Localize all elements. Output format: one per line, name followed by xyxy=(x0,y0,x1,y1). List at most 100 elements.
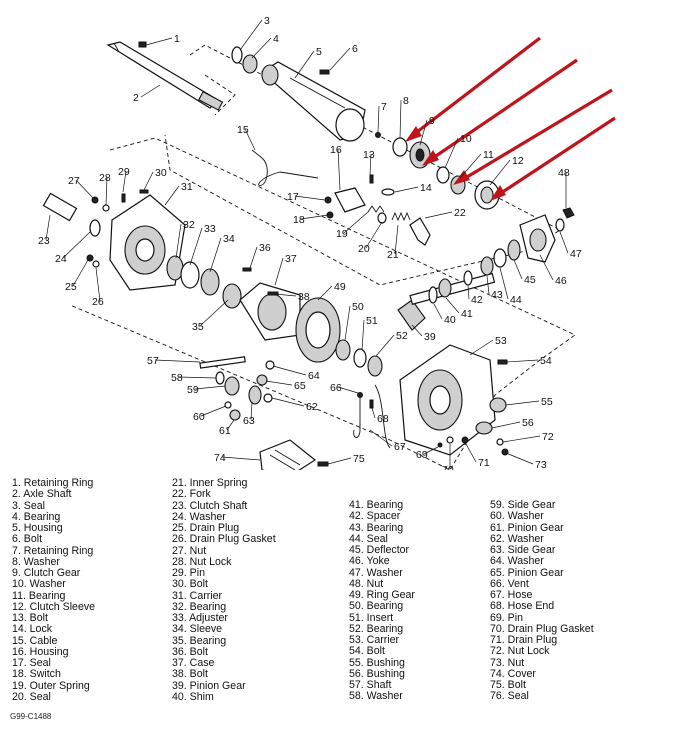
nut-27 xyxy=(91,196,99,204)
legend-item: 47. Washer xyxy=(349,566,403,579)
drain-plug-gasket-70 xyxy=(446,436,454,444)
leader-line-50 xyxy=(344,305,351,341)
legend-item: 2. Axle Shaft xyxy=(12,488,72,501)
sleeve-34 xyxy=(200,268,220,296)
leader-line-65 xyxy=(265,380,293,386)
leader-line-64 xyxy=(272,365,307,376)
figure-code: G99-C1488 xyxy=(10,712,52,721)
legend-item: 30. Bolt xyxy=(172,578,208,591)
legend-item: 5. Housing xyxy=(12,522,63,534)
callout-31: 31 xyxy=(181,181,193,193)
legend-item: 26. Drain Plug Gasket xyxy=(172,533,276,546)
seal-17 xyxy=(324,196,332,204)
bolt-6 xyxy=(319,69,330,75)
leader-line-58 xyxy=(178,376,217,379)
callout-35: 35 xyxy=(192,321,204,333)
legend-item: 13. Bolt xyxy=(12,612,48,624)
callout-29: 29 xyxy=(118,166,130,178)
bolt-54 xyxy=(497,359,508,365)
legend-item: 72. Nut Lock xyxy=(490,645,550,658)
callout-1: 1 xyxy=(174,33,180,45)
leader-line-55 xyxy=(505,400,540,406)
seal-44 xyxy=(493,248,507,268)
leader-line-45 xyxy=(513,259,523,280)
pin-29 xyxy=(121,193,126,203)
legend-item: 29. Pin xyxy=(172,567,205,579)
legend-item: 35. Bearing xyxy=(172,634,227,647)
leader-line-60 xyxy=(200,405,227,417)
upper-group-outline xyxy=(164,44,561,286)
bolt-75 xyxy=(317,461,329,467)
callout-58: 58 xyxy=(171,372,183,384)
callout-52: 52 xyxy=(396,330,408,342)
callout-70: 70 xyxy=(442,464,454,470)
vent-66 xyxy=(357,392,363,398)
leader-line-33 xyxy=(189,227,203,266)
nut-48 xyxy=(562,207,575,219)
callout-56: 56 xyxy=(522,417,534,429)
leader-line-28 xyxy=(105,176,108,206)
leader-line-11 xyxy=(459,153,482,179)
legend-column-2: 21. Inner Spring 22. Fork 23. Clutch Sha… xyxy=(172,477,276,703)
leader-line-1 xyxy=(145,37,173,46)
callout-55: 55 xyxy=(541,396,553,408)
leader-line-34 xyxy=(209,237,222,273)
leader-line-56 xyxy=(491,421,521,429)
washer-47 xyxy=(555,218,565,232)
leader-line-32 xyxy=(175,223,182,259)
axle-shaft xyxy=(106,41,224,111)
callout-38: 38 xyxy=(298,291,310,303)
legend-item: 74. Cover xyxy=(490,667,536,680)
washer-24 xyxy=(89,219,101,237)
bearing-41 xyxy=(438,278,452,298)
legend-item: 1. Retaining Ring xyxy=(12,477,94,489)
callout-30: 30 xyxy=(155,167,167,179)
bearing-50 xyxy=(335,339,351,361)
legend-item: 41. Bearing xyxy=(349,499,404,511)
leader-line-25 xyxy=(72,259,89,287)
drain-plug-25 xyxy=(86,254,94,262)
legend-item: 46. Yoke xyxy=(349,555,390,568)
leader-line-57 xyxy=(154,359,201,363)
callout-64: 64 xyxy=(308,370,320,382)
hose-end-68 xyxy=(369,399,374,409)
callout-65: 65 xyxy=(294,380,306,392)
leader-line-23 xyxy=(45,214,51,241)
callout-3: 3 xyxy=(264,15,270,27)
washer-8 xyxy=(392,137,408,157)
callout-42: 42 xyxy=(471,294,483,306)
callout-26: 26 xyxy=(92,296,104,308)
outer-spring-19 xyxy=(367,205,385,213)
legend-item: 36. Bolt xyxy=(172,645,208,658)
legend-item: 31. Carrier xyxy=(172,589,223,602)
leader-line-61 xyxy=(226,419,235,431)
leader-line-31 xyxy=(164,185,180,206)
legend-item: 21. Inner Spring xyxy=(172,477,248,489)
leader-line-67 xyxy=(369,429,393,447)
legend-item: 42. Spacer xyxy=(349,510,401,523)
shaft-57 xyxy=(199,356,246,369)
leader-line-37 xyxy=(274,257,284,286)
spacer-42 xyxy=(463,270,473,286)
callout-51: 51 xyxy=(366,315,378,327)
washer-62 xyxy=(263,393,273,403)
legend-item: 33. Adjuster xyxy=(172,612,228,624)
legend-item: 68. Hose End xyxy=(490,600,555,613)
callout-44: 44 xyxy=(510,294,522,306)
callout-43: 43 xyxy=(491,289,503,301)
fork-22 xyxy=(409,217,431,246)
washer-64 xyxy=(265,360,275,370)
lock-14 xyxy=(381,188,395,196)
callout-46: 46 xyxy=(555,275,567,287)
legend-item: 67. Hose xyxy=(490,589,533,601)
legend-item: 12. Clutch Sleeve xyxy=(12,600,96,613)
leader-line-66 xyxy=(337,386,359,394)
legend-item: 75. Bolt xyxy=(490,679,526,691)
leader-line-46 xyxy=(539,254,554,281)
inner-spring-21 xyxy=(391,211,411,222)
leader-line-62 xyxy=(271,397,305,407)
legend-item: 43. Bearing xyxy=(349,521,404,534)
nut-lock-72 xyxy=(496,438,504,446)
callout-39: 39 xyxy=(424,331,436,343)
